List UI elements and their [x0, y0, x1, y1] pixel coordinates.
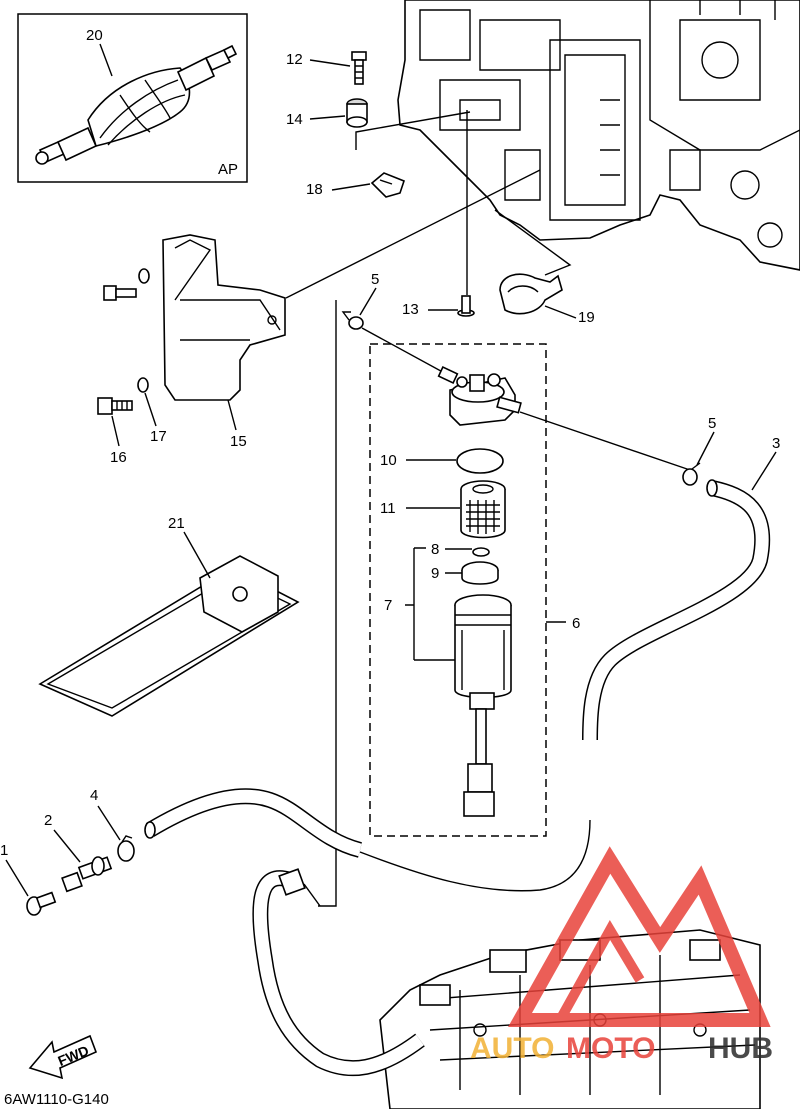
filter-head — [437, 366, 522, 426]
label-4: 4 — [90, 787, 98, 804]
label-9: 9 — [431, 565, 439, 582]
watermark-text-mid: MOTO — [566, 1032, 655, 1065]
engine-block — [397, 0, 800, 271]
inset-box-primer-bulb: 20 AP — [17, 13, 248, 183]
bolt-12 — [351, 51, 367, 85]
filter-cup-7 — [454, 594, 512, 817]
label-1: 1 — [0, 842, 8, 859]
label-5-right: 5 — [708, 415, 716, 432]
label-11: 11 — [380, 500, 396, 517]
label-6: 6 — [572, 615, 580, 632]
washer-17 — [137, 377, 149, 393]
label-5-left: 5 — [371, 271, 379, 288]
clamp-5-right — [682, 462, 701, 486]
bracket-15 — [162, 234, 286, 401]
hose-long-left — [252, 868, 425, 1077]
label-19: 19 — [578, 309, 595, 326]
label-13: 13 — [402, 301, 419, 318]
watermark-text-left: AUTO — [470, 1032, 554, 1065]
clamp-5-left — [341, 311, 364, 330]
label-3: 3 — [772, 435, 780, 452]
fuel-filter-assembly-box — [369, 343, 547, 837]
fitting-2 — [61, 856, 113, 893]
float-9 — [461, 561, 499, 585]
label-2: 2 — [44, 812, 52, 829]
label-12: 12 — [286, 51, 303, 68]
bolt-16 — [97, 397, 133, 415]
filter-element-11 — [460, 480, 506, 539]
plug-1 — [26, 891, 57, 916]
hose-4-route — [144, 788, 363, 858]
label-18: 18 — [306, 181, 323, 198]
automotohub-watermark: AUTO MOTO HUB — [470, 846, 773, 1065]
clip-18 — [370, 172, 405, 198]
label-10: 10 — [380, 452, 397, 469]
watermark-text-right: HUB — [708, 1032, 773, 1065]
o-ring-10 — [456, 448, 504, 474]
primer-bulb-part — [35, 44, 238, 165]
fwd-arrow: FWD — [28, 1034, 98, 1080]
label-17: 17 — [150, 428, 167, 445]
label-16: 16 — [110, 449, 127, 466]
label-21: 21 — [168, 515, 185, 532]
label-8: 8 — [431, 541, 439, 558]
bolt-13 — [457, 295, 475, 317]
grommet-14 — [346, 98, 368, 128]
holder-19 — [499, 273, 563, 315]
ring-8 — [472, 547, 490, 557]
label-14: 14 — [286, 111, 303, 128]
tool-bag-21 — [38, 555, 300, 717]
inset-label-ap: AP — [218, 161, 238, 178]
fwd-label: FWD — [56, 1042, 92, 1069]
label-20: 20 — [86, 27, 103, 44]
label-7: 7 — [384, 597, 392, 614]
hose-3 — [582, 479, 771, 741]
clamp-4 — [117, 835, 135, 862]
label-15: 15 — [230, 433, 247, 450]
diagram-code: 6AW1110-G140 — [4, 1091, 109, 1108]
washer-and-bolt-upper — [103, 268, 150, 301]
